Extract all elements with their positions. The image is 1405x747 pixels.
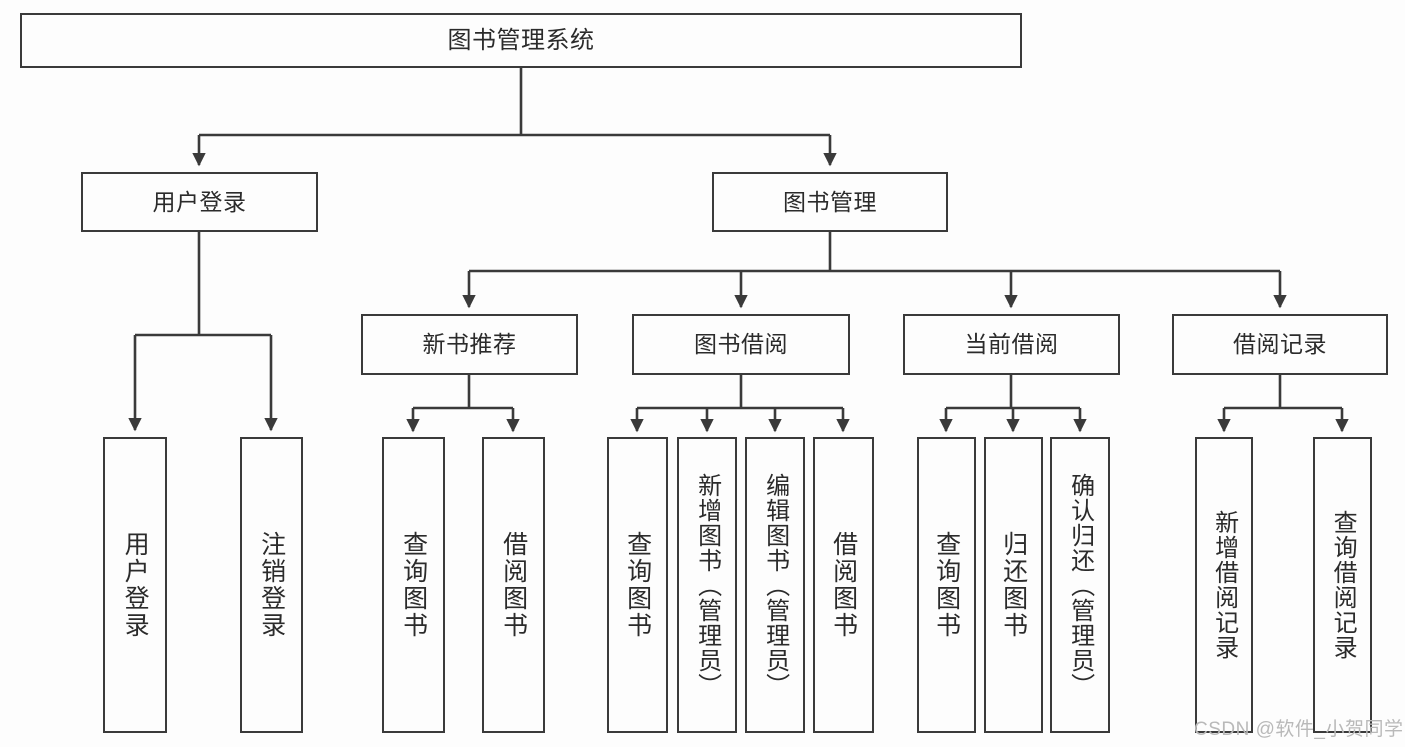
node-label: 编辑图书（管理员） bbox=[761, 472, 789, 698]
node-borrow-record[interactable]: 借阅记录 bbox=[1172, 314, 1388, 375]
node-label: 借阅记录 bbox=[1233, 331, 1327, 358]
node-new-book-recommend[interactable]: 新书推荐 bbox=[361, 314, 578, 375]
node-label: 归还图书 bbox=[999, 531, 1028, 639]
node-label: 查询图书 bbox=[623, 531, 652, 639]
leaf-user-login[interactable]: 用户登录 bbox=[103, 437, 167, 733]
node-label: 借阅图书 bbox=[829, 531, 858, 639]
node-label: 新增图书（管理员） bbox=[693, 472, 721, 698]
node-label: 图书借阅 bbox=[694, 331, 788, 358]
node-label: 借阅图书 bbox=[499, 531, 528, 639]
node-label: 查询借阅记录 bbox=[1329, 510, 1357, 660]
leaf-query-book-recommend[interactable]: 查询图书 bbox=[382, 437, 445, 733]
node-book-management[interactable]: 图书管理 bbox=[712, 172, 948, 232]
node-label: 用户登录 bbox=[121, 531, 150, 639]
node-label: 查询图书 bbox=[399, 531, 428, 639]
leaf-return-book[interactable]: 归还图书 bbox=[984, 437, 1043, 733]
node-book-borrow[interactable]: 图书借阅 bbox=[632, 314, 850, 375]
node-label: 用户登录 bbox=[152, 188, 247, 215]
node-current-borrow[interactable]: 当前借阅 bbox=[903, 314, 1120, 375]
node-label: 图书管理系统 bbox=[447, 26, 595, 54]
leaf-add-borrow-record[interactable]: 新增借阅记录 bbox=[1195, 437, 1253, 733]
node-label: 注销登录 bbox=[257, 531, 286, 639]
leaf-query-borrow-record[interactable]: 查询借阅记录 bbox=[1313, 437, 1372, 733]
leaf-edit-book-admin[interactable]: 编辑图书（管理员） bbox=[745, 437, 805, 733]
leaf-query-book-borrow[interactable]: 查询图书 bbox=[607, 437, 668, 733]
node-label: 新书推荐 bbox=[422, 331, 517, 358]
node-root-book-management-system[interactable]: 图书管理系统 bbox=[20, 13, 1022, 68]
leaf-add-book-admin[interactable]: 新增图书（管理员） bbox=[677, 437, 737, 733]
node-label: 查询图书 bbox=[932, 531, 961, 639]
node-user-login[interactable]: 用户登录 bbox=[81, 172, 318, 232]
leaf-borrow-book-recommend[interactable]: 借阅图书 bbox=[482, 437, 545, 733]
node-label: 当前借阅 bbox=[964, 331, 1059, 358]
node-label: 确认归还（管理员） bbox=[1066, 472, 1094, 698]
leaf-logout[interactable]: 注销登录 bbox=[240, 437, 303, 733]
leaf-borrow-book[interactable]: 借阅图书 bbox=[813, 437, 874, 733]
node-label: 新增借阅记录 bbox=[1210, 510, 1238, 660]
leaf-query-book-current[interactable]: 查询图书 bbox=[917, 437, 976, 733]
leaf-confirm-return-admin[interactable]: 确认归还（管理员） bbox=[1050, 437, 1110, 733]
node-label: 图书管理 bbox=[783, 188, 877, 215]
watermark: CSDN @软件_小贺同学 bbox=[1194, 719, 1404, 740]
